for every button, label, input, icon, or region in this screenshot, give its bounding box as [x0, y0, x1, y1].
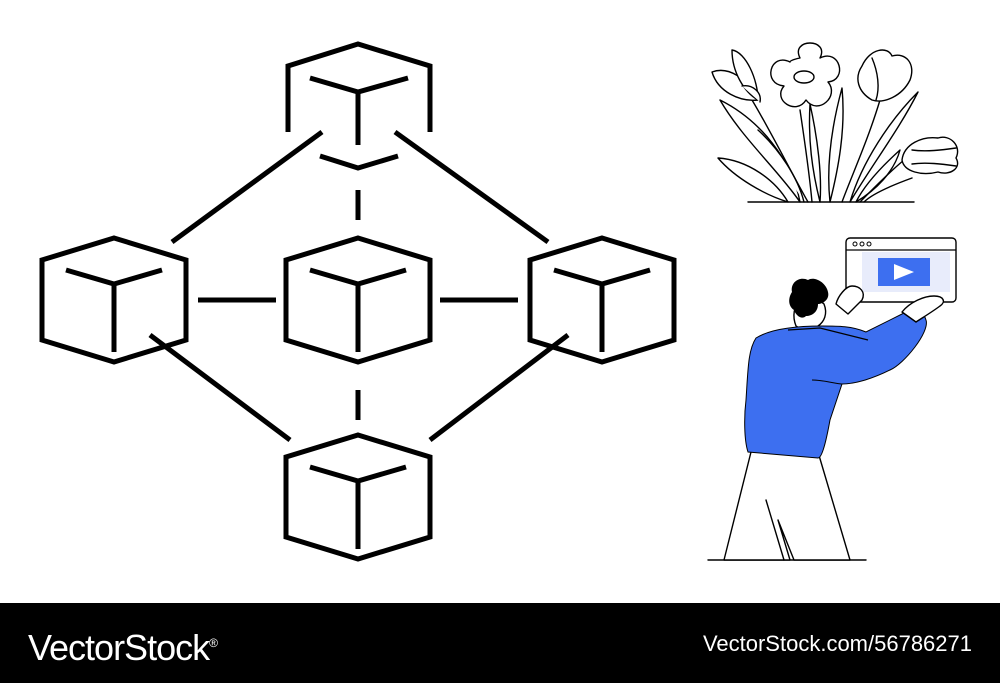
illustration: [0, 41, 959, 603]
watermark-footer: VectorStock® VectorStock.com/56786271: [0, 603, 1000, 683]
flower-icon: [711, 42, 959, 203]
brand-logo: VectorStock®: [28, 621, 218, 670]
stock-id: VectorStock.com/56786271: [702, 631, 972, 656]
cube-icon-center: [286, 238, 430, 362]
person-figure: [707, 278, 945, 561]
cube-icon-bottom: [286, 435, 430, 559]
brand-mark: ®: [209, 636, 218, 650]
cube-icon-top: [285, 41, 433, 171]
network-connectors: [148, 129, 570, 442]
browser-window-icon: [845, 237, 957, 303]
brand-name: VectorStock: [28, 627, 210, 668]
cube-icon-right: [530, 238, 674, 362]
